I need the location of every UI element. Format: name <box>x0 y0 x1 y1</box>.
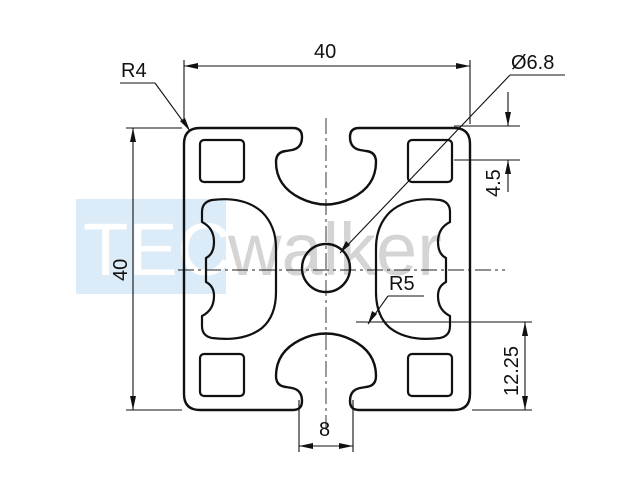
label-inner-radius: R5 <box>389 273 415 295</box>
dimension-lines <box>120 60 565 452</box>
arrowhead <box>180 118 190 131</box>
corner-pocket-top-right <box>406 138 454 184</box>
arrowhead <box>456 63 470 69</box>
label-slot-depth: 4.5 <box>483 169 505 197</box>
arrowhead <box>505 112 511 126</box>
label-width: 40 <box>314 41 336 63</box>
label-slot-width: 8 <box>319 419 330 441</box>
label-offset: 12.25 <box>501 346 523 396</box>
corner-pocket-top-left <box>198 138 246 184</box>
watermark-text-left: TEC <box>83 208 231 291</box>
arrowhead <box>339 443 353 449</box>
arrowhead <box>368 311 377 324</box>
dimension-labels: 40 40 Ø6.8 R4 R5 4.5 12.25 8 <box>110 41 554 441</box>
watermark-text-right: walker <box>227 208 442 291</box>
label-corner-radius: R4 <box>121 60 147 82</box>
arrowhead <box>130 396 136 410</box>
corner-pocket-bottom-left <box>198 352 246 398</box>
label-height: 40 <box>110 259 132 281</box>
right-cavity <box>374 198 452 340</box>
arrowhead <box>299 443 313 449</box>
arrowhead <box>184 63 198 69</box>
arrowhead <box>340 241 350 253</box>
arrowhead <box>522 396 528 410</box>
profile-outline <box>182 126 472 412</box>
arrowhead <box>505 160 511 174</box>
leader-bore <box>339 74 511 254</box>
label-bore: Ø6.8 <box>511 52 554 74</box>
center-bore <box>300 242 352 294</box>
arrowhead <box>522 322 528 336</box>
corner-pocket-bottom-right <box>406 352 454 398</box>
arrowhead <box>130 128 136 142</box>
centerlines <box>178 118 505 430</box>
outer-contour <box>182 126 472 412</box>
left-cavity <box>200 198 278 340</box>
